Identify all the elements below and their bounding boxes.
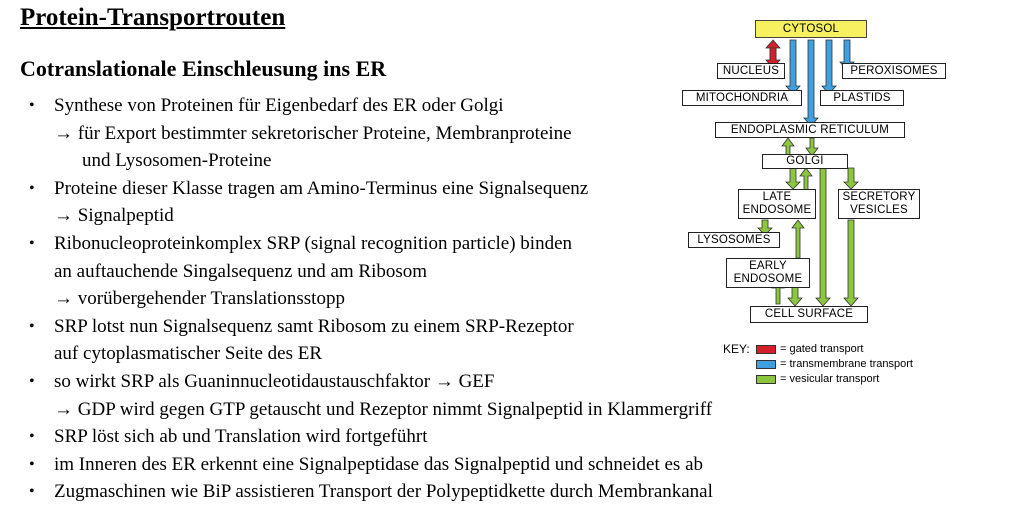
key-transmembrane: = transmembrane transport: [756, 357, 913, 372]
page-title: Protein-Transportrouten: [20, 4, 286, 31]
list-item: • im Inneren des ER erkennt eine Signalp…: [24, 451, 824, 479]
peroxisomes-box: PEROXISOMES: [842, 63, 946, 79]
list-item-text: im Inneren des ER erkennt eine Signalpep…: [54, 453, 703, 475]
key-transmembrane-label: = transmembrane transport: [780, 358, 913, 370]
protein-transport-diagram: CYTOSOL NUCLEUS PEROXISOMES MITOCHONDRIA…: [680, 18, 970, 393]
bullet-icon: •: [29, 234, 35, 252]
bullet-icon: •: [29, 483, 35, 501]
list-item-text: Proteine dieser Klasse tragen am Amino-T…: [54, 177, 589, 199]
early-endosome-label-2: ENDOSOME: [733, 273, 803, 285]
transmembrane-swatch-icon: [756, 359, 776, 369]
list-item: • SRP löst sich ab und Translation wird …: [24, 423, 824, 451]
cell-surface-box: CELL SURFACE: [750, 306, 868, 323]
list-item-text: Synthese von Proteinen für Eigenbedarf d…: [54, 95, 504, 116]
section-heading: Cotranslationale Einschleusung ins ER: [20, 56, 387, 81]
bullet-icon: •: [29, 97, 35, 114]
list-item: • Zugmaschinen wie BiP assistieren Trans…: [24, 478, 824, 506]
list-item-text: → Signalpeptid: [54, 205, 174, 227]
vesicular-arrows: [757, 137, 859, 307]
list-item-text: auf cytoplasmatischer Seite des ER: [54, 343, 323, 365]
list-item-text: SRP löst sich ab und Translation wird fo…: [54, 426, 428, 448]
list-item: • Proteine dieser Klasse tragen am Amino…: [24, 175, 824, 230]
secretory-label-2: VESICLES: [850, 204, 908, 216]
list-item-text: so wirkt SRP als Guaninnucleotidaustausc…: [54, 370, 495, 392]
late-endosome-label-2: ENDOSOME: [742, 204, 812, 216]
key-gated: = gated transport: [756, 342, 863, 357]
transmembrane-arrows: [785, 39, 855, 127]
list-item-text: → GDP wird gegen GTP getauscht und Rezep…: [54, 398, 713, 420]
list-item: • so wirkt SRP als Guaninnucleotidaustau…: [24, 368, 824, 423]
nucleus-box: NUCLEUS: [717, 63, 785, 79]
bullet-list: • Synthese von Proteinen für Eigenbedarf…: [24, 92, 824, 506]
key-vesicular-label: = vesicular transport: [780, 373, 880, 385]
er-box: ENDOPLASMIC RETICULUM: [715, 122, 905, 138]
bullet-icon: •: [29, 179, 35, 197]
lysosomes-box: LYSOSOMES: [688, 232, 780, 248]
early-endosome-label-1: EARLY: [749, 260, 787, 272]
vesicular-swatch-icon: [756, 374, 776, 384]
late-endosome-label-1: LATE: [762, 191, 792, 203]
cytosol-box: CYTOSOL: [755, 20, 867, 38]
list-item: • SRP lotst nun Signalsequenz samt Ribos…: [24, 313, 824, 368]
plastids-box: PLASTIDS: [820, 90, 904, 106]
bullet-icon: •: [29, 317, 35, 335]
list-item-text: an auftauchende Singalsequenz und am Rib…: [54, 260, 428, 282]
bullet-icon: •: [29, 372, 35, 390]
late-endosome-box: LATE ENDOSOME: [738, 189, 816, 219]
list-item-text: Zugmaschinen wie BiP assistieren Transpo…: [54, 481, 713, 503]
bullet-icon: •: [29, 428, 35, 446]
bullet-icon: •: [29, 455, 35, 473]
golgi-box: GOLGI: [762, 154, 848, 169]
secretory-vesicles-box: SECRETORY VESICLES: [838, 189, 920, 219]
mitochondria-box: MITOCHONDRIA: [682, 90, 802, 106]
list-item-text: → für Export bestimmter sekretorischer P…: [54, 122, 572, 144]
key-gated-label: = gated transport: [780, 343, 864, 355]
secretory-label-1: SECRETORY: [842, 191, 916, 203]
list-item-text: Ribonucleoproteinkomplex SRP (signal rec…: [54, 232, 573, 254]
list-item-text: und Lysosomen-Proteine: [82, 150, 272, 172]
list-item: • Synthese von Proteinen für Eigenbedarf…: [24, 92, 824, 175]
list-item-text: → vorübergehender Translationsstopp: [54, 288, 345, 310]
gated-swatch-icon: [756, 344, 776, 354]
early-endosome-box: EARLY ENDOSOME: [726, 258, 810, 288]
list-item: • Ribonucleoproteinkomplex SRP (signal r…: [24, 230, 824, 313]
key-title: KEY:: [723, 342, 750, 356]
key-vesicular: = vesicular transport: [756, 372, 879, 387]
list-item-text: SRP lotst nun Signalsequenz samt Ribosom…: [54, 315, 574, 337]
